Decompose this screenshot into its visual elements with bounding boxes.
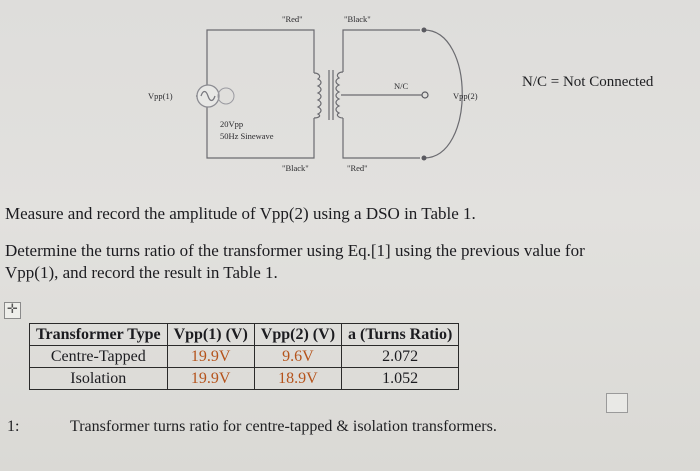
caption-number: 1: [7,418,20,435]
header-vpp2: Vpp(2) (V) [253,323,343,346]
transformer-circuit-diagram [196,27,463,161]
table-move-handle-icon[interactable]: ✛ [4,302,21,319]
header-transformer-type: Transformer Type [29,323,168,346]
table-row: Isolation 19.9V 18.9V 1.052 [29,367,460,390]
label-black-top: "Black" [344,14,371,24]
instruction-determine-line1: Determine the turns ratio of the transfo… [5,241,585,260]
instruction-measure: Measure and record the amplitude of Vpp(… [5,204,476,223]
cell-vpp1[interactable]: 19.9V [166,367,255,390]
nc-note: N/C = Not Connected [522,74,654,90]
label-black-bottom: "Black" [282,163,309,173]
label-red-bottom: "Red" [347,163,368,173]
source-label: Vpp(1) [148,91,173,101]
header-vpp1: Vpp(1) (V) [166,323,255,346]
label-red-top: "Red" [282,14,303,24]
source-desc: 50Hz Sinewave [220,131,274,141]
nc-label: N/C [394,81,409,91]
table-header-row: Transformer Type Vpp(1) (V) Vpp(2) (V) a… [29,323,460,346]
header-turns-ratio: a (Turns Ratio) [341,323,460,346]
results-table: Transformer Type Vpp(1) (V) Vpp(2) (V) a… [29,323,460,390]
cell-type: Isolation [29,367,168,390]
table-caption: Transformer turns ratio for centre-tappe… [70,418,497,435]
source-value: 20Vpp [220,119,244,129]
cell-vpp2[interactable]: 9.6V [253,345,343,368]
cell-vpp2[interactable]: 18.9V [253,367,343,390]
table-resize-handle[interactable] [606,393,628,413]
output-label: Vpp(2) [453,91,478,101]
cell-ratio[interactable]: 1.052 [341,367,460,390]
cell-vpp1[interactable]: 19.9V [166,345,255,368]
table-row: Centre-Tapped 19.9V 9.6V 2.072 [29,345,460,368]
cell-type: Centre-Tapped [29,345,168,368]
cell-ratio[interactable]: 2.072 [341,345,460,368]
instruction-determine-line2: Vpp(1), and record the result in Table 1… [5,263,278,282]
